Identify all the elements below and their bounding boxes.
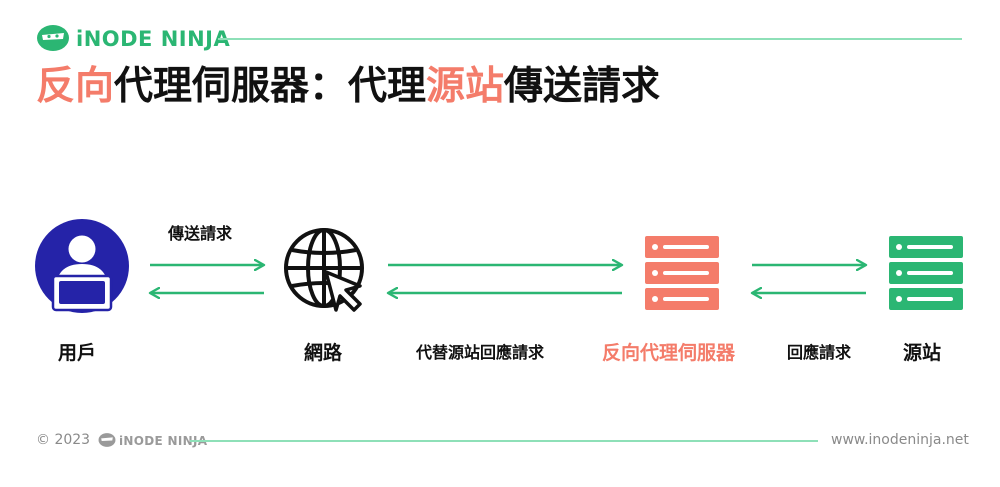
node-origin-label: 源站	[903, 342, 942, 364]
footer-brand: iNODE NINJA	[119, 434, 208, 448]
title-part2: 代理伺服器：代理	[114, 64, 427, 109]
node-proxy-label: 反向代理伺服器	[602, 342, 736, 364]
origin-server-icon	[889, 236, 963, 310]
footer-divider	[190, 440, 818, 442]
title-part1: 反向	[36, 64, 115, 109]
brand-name: iNODE NINJA	[76, 27, 231, 51]
ninja-logo-icon	[37, 25, 69, 51]
globe-cursor-icon	[284, 228, 364, 312]
proxy-server-icon	[645, 236, 719, 310]
footer-copyright: © 2023	[36, 432, 91, 448]
title-part3: 源站	[426, 64, 505, 109]
user-laptop-icon	[35, 219, 129, 313]
title-part4: 傳送請求	[504, 64, 661, 109]
node-user-label: 用戶	[58, 342, 97, 364]
page-title: 反向代理伺服器：代理源站傳送請求	[36, 64, 661, 110]
edge-respond-request-label: 回應請求	[787, 343, 852, 362]
header-divider	[218, 38, 962, 40]
edge-send-request-label: 傳送請求	[168, 224, 233, 243]
footer-ninja-logo-icon	[98, 433, 116, 447]
footer-url[interactable]: www.inodeninja.net	[831, 432, 969, 448]
edge-respond-on-behalf-label: 代替源站回應請求	[416, 343, 545, 362]
node-network-label: 網路	[304, 342, 343, 364]
